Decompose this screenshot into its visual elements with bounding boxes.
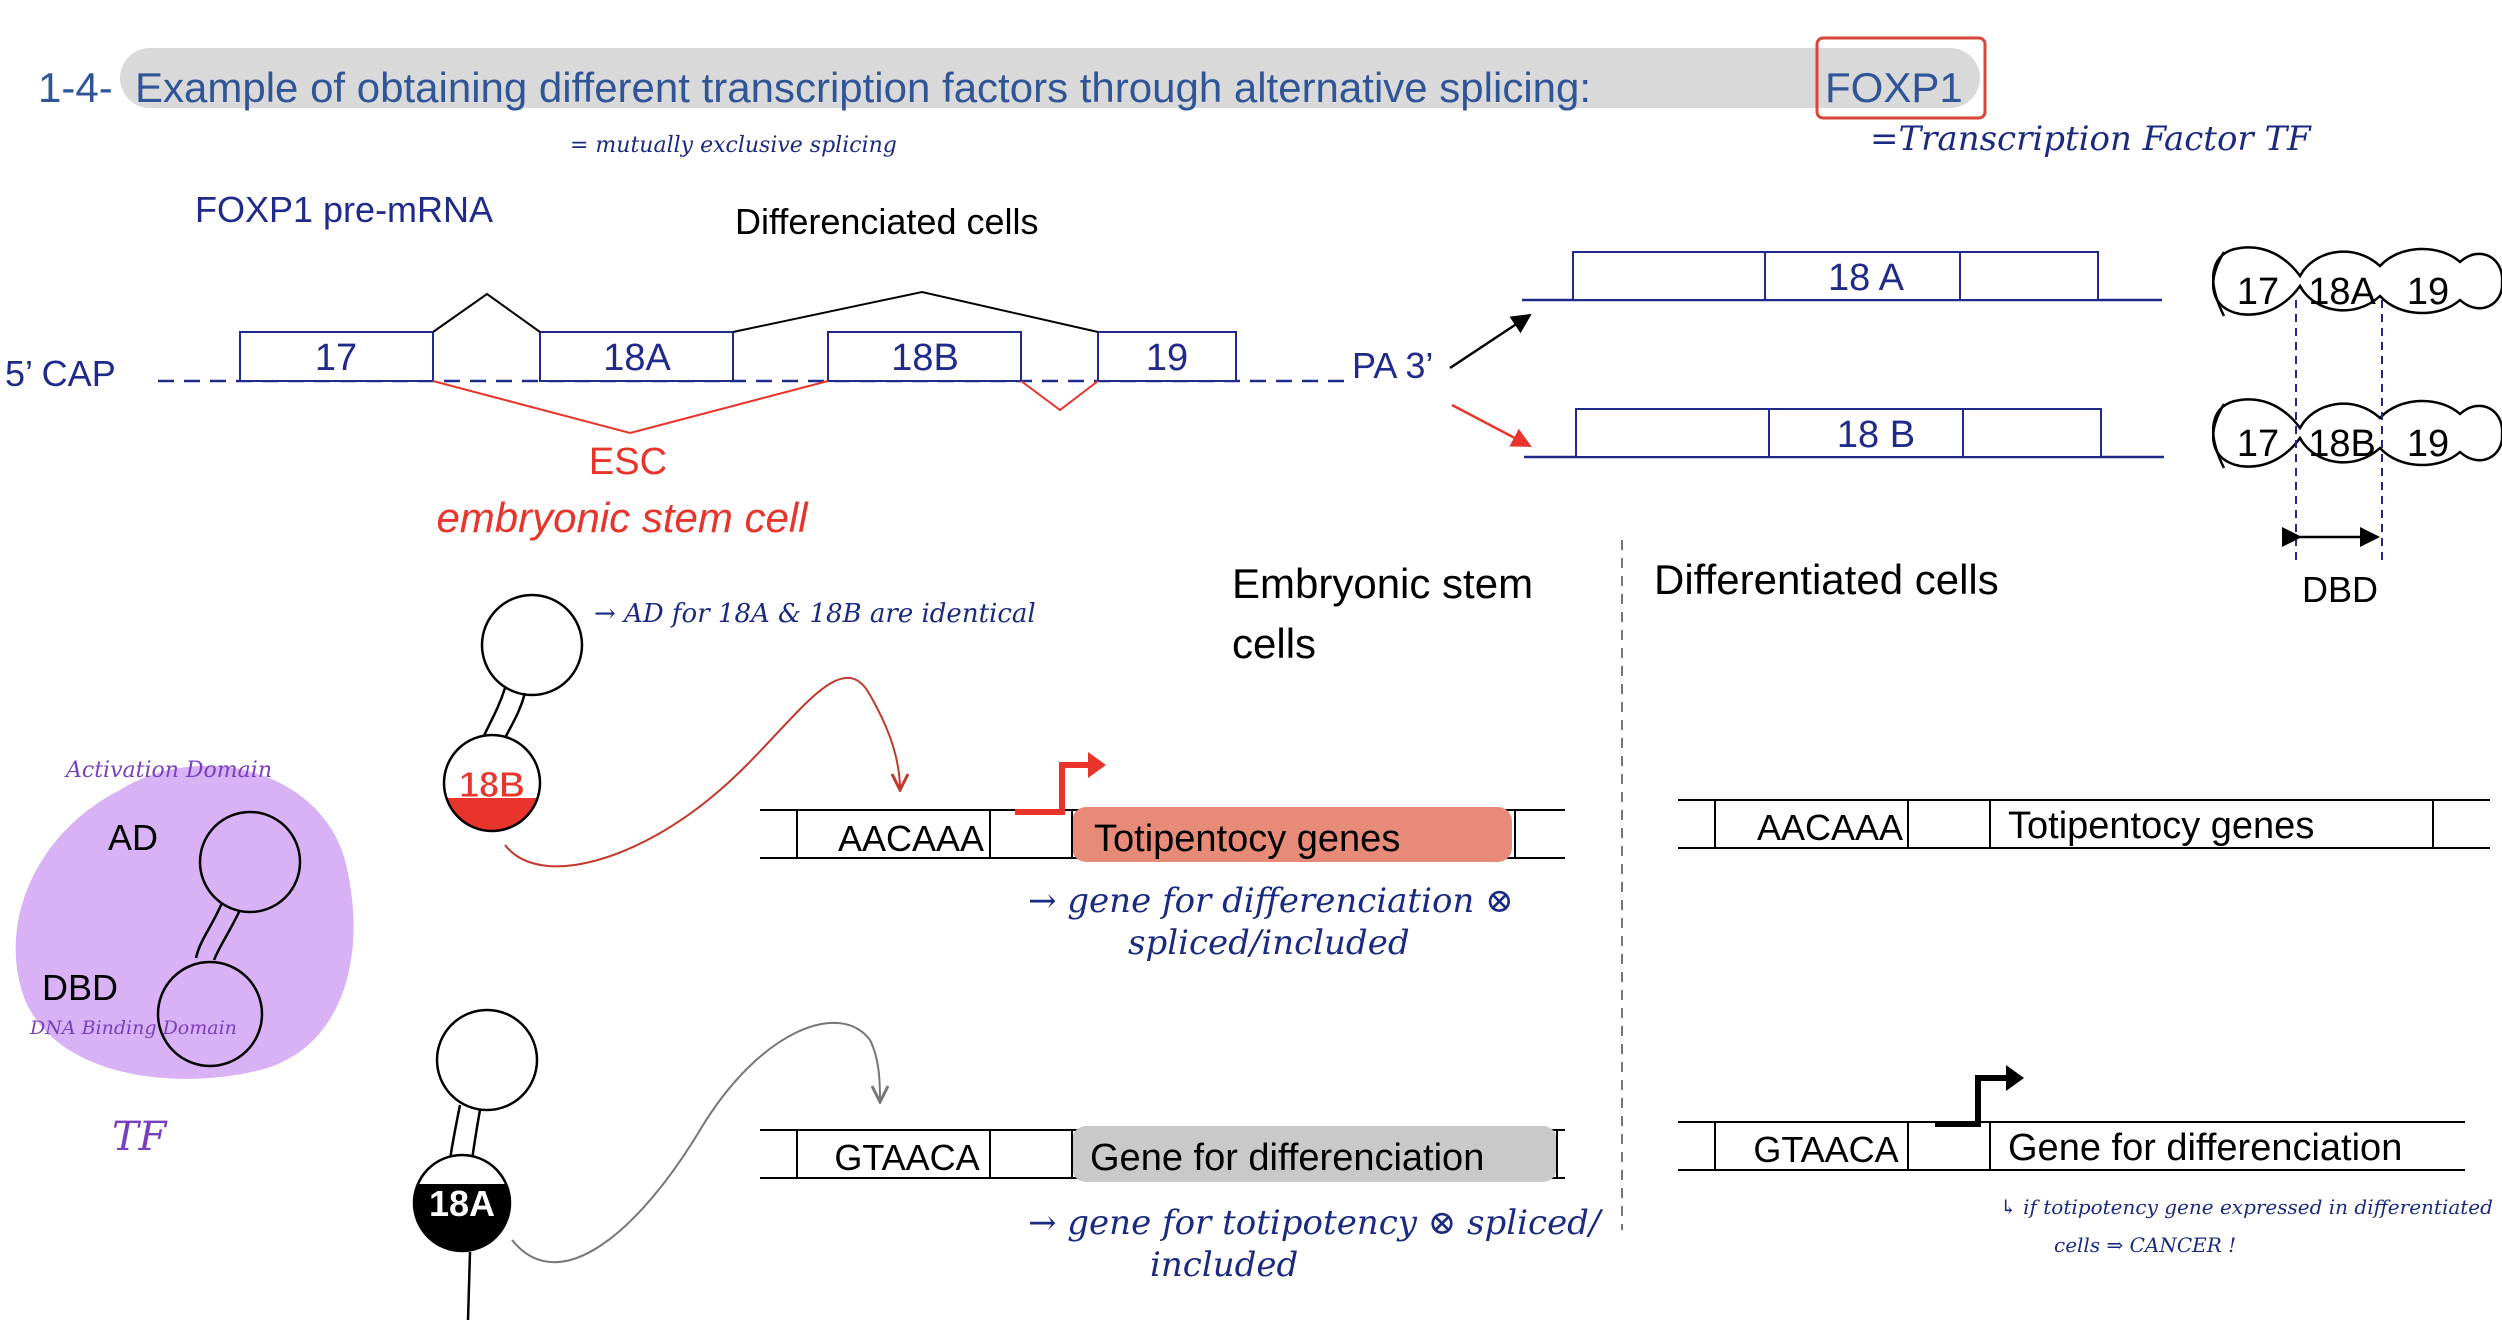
curve-18b-to-dna — [504, 676, 900, 868]
mrna-18a: 18 A — [1522, 251, 2162, 302]
protein-18a: 17 18A 19 — [2211, 246, 2502, 317]
svg-text:18A: 18A — [2308, 271, 2376, 313]
protein-18b-esc: 18B — [442, 593, 584, 833]
svg-text:17: 17 — [2237, 271, 2279, 313]
mrna-18b: 18 B — [1524, 408, 2164, 459]
esc-note-bottom-line2: included — [1150, 1245, 1298, 1285]
tf-dbd-label: DBD — [42, 967, 118, 1008]
splice-17-18b-esc — [432, 380, 829, 435]
tf-label: TF — [112, 1114, 168, 1160]
diff-motif-top: AACAAA — [1757, 807, 1903, 848]
esc-section-header-line2: cells — [1232, 620, 1316, 667]
svg-text:19: 19 — [2407, 423, 2449, 465]
esc-note-top-line2: spliced/included — [1128, 923, 1410, 963]
cap-label: 5’ CAP — [5, 353, 116, 394]
svg-text:17: 17 — [315, 337, 357, 379]
esc-dna-top: AACAAA Totipentocy genes — [760, 752, 1565, 862]
svg-text:19: 19 — [2407, 271, 2449, 313]
curve-18a-to-dna — [511, 1022, 880, 1264]
splice-18b-19-esc — [1020, 380, 1099, 412]
esc-section-header-line1: Embryonic stem — [1232, 560, 1533, 607]
premrna-label: FOXP1 pre-mRNA — [195, 189, 493, 230]
diff-gene-top: Totipentocy genes — [2008, 805, 2314, 847]
esc-gene-top: Totipentocy genes — [1094, 818, 1400, 860]
exon-18b: 18B — [827, 331, 1022, 382]
splice-18a-19-differentiated — [732, 290, 1099, 333]
protein-18b: 17 18B 19 — [2211, 398, 2502, 469]
protein-18b-label: 18B — [459, 764, 525, 805]
esc-label: ESC — [589, 441, 667, 483]
dbd-label: DBD — [2302, 569, 2378, 610]
protein-18a-label: 18A — [429, 1183, 495, 1224]
diff-note-line1: ↳ if totipotency gene expressed in diffe… — [2000, 1195, 2493, 1219]
diff-dna-bottom: GTAACA Gene for differenciation — [1678, 1065, 2465, 1171]
splice-17-18a-differentiated — [432, 292, 541, 333]
activation-domain-note: Activation Domain — [64, 758, 272, 783]
dna-binding-note: DNA Binding Domain — [29, 1017, 237, 1039]
esc-note-top-line1: → gene for differenciation ⊗ — [1028, 881, 1514, 921]
title-foxp1: FOXP1 — [1825, 64, 1963, 111]
esc-motif-top: AACAAA — [838, 818, 984, 859]
title-prefix: 1-4- — [38, 64, 113, 111]
note-transcription-factor: =Transcription Factor TF — [1870, 119, 2312, 159]
tf-blob — [15, 765, 354, 1079]
diff-dna-top: AACAAA Totipentocy genes — [1678, 799, 2490, 849]
svg-text:18B: 18B — [2308, 423, 2376, 465]
tf-dbd-circle — [156, 960, 264, 1068]
svg-text:17: 17 — [2237, 423, 2279, 465]
protein-18a-esc: 18A — [412, 1008, 539, 1320]
exon-18a: 18A — [539, 331, 734, 382]
svg-text:18A: 18A — [603, 337, 671, 379]
foxp1-highlight-box — [1815, 36, 1987, 120]
svg-text:19: 19 — [1146, 337, 1188, 379]
esc-note-bottom-line1: → gene for totipotency ⊗ spliced/ — [1028, 1203, 1604, 1243]
arrow-to-mrna-18a — [1449, 313, 1532, 370]
tf-ad-circle — [198, 810, 302, 914]
note-ad-identical: → AD for 18A & 18B are identical — [594, 599, 1036, 629]
arrow-to-mrna-18b — [1451, 403, 1532, 448]
tf-linker — [194, 902, 242, 961]
esc-full-label: embryonic stem cell — [436, 494, 809, 541]
mrna-18b-exon-label: 18 B — [1837, 414, 1915, 456]
title-highlight-band — [120, 48, 1980, 108]
promoter-arrow-esc-top — [1015, 762, 1090, 815]
exon-17: 17 — [239, 331, 434, 382]
pa-label: PA 3’ — [1352, 345, 1433, 386]
diff-gene-bottom: Gene for differenciation — [2008, 1127, 2402, 1169]
promoter-arrow-diff-bottom — [1935, 1075, 2008, 1127]
title-text: Example of obtaining different transcrip… — [135, 64, 1591, 111]
mrna-18a-exon-label: 18 A — [1828, 257, 1905, 299]
esc-gene-bottom: Gene for differenciation — [1090, 1137, 1484, 1179]
note-mutually-exclusive: = mutually exclusive splicing — [570, 133, 897, 158]
esc-motif-bottom: GTAACA — [834, 1137, 979, 1178]
diff-motif-bottom: GTAACA — [1753, 1129, 1898, 1170]
diff-note-line2: cells ⇒ CANCER ! — [2054, 1233, 2236, 1257]
differenciated-cells-label: Differenciated cells — [735, 201, 1039, 242]
exon-19: 19 — [1097, 331, 1237, 382]
diff-section-header: Differentiated cells — [1654, 556, 1999, 603]
tf-ad-label: AD — [108, 817, 158, 858]
svg-text:18B: 18B — [891, 337, 959, 379]
esc-dna-bottom: GTAACA Gene for differenciation — [760, 1126, 1565, 1182]
